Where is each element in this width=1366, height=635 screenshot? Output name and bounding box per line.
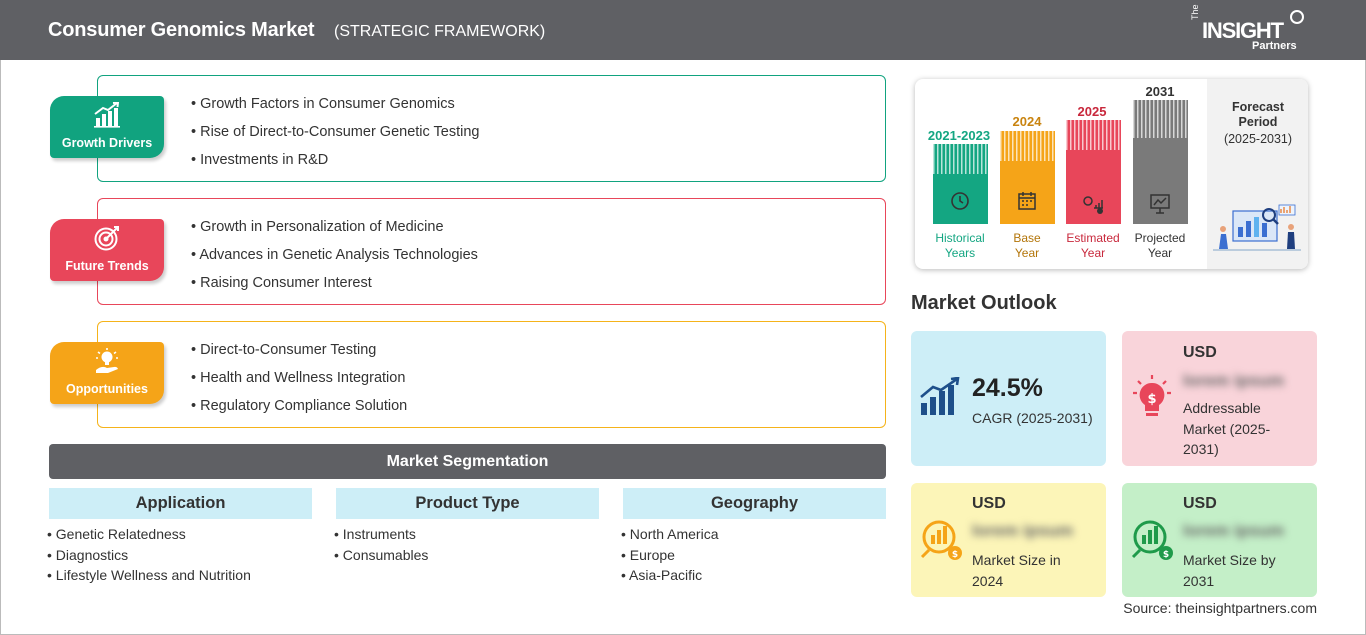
list-item: North America — [621, 525, 719, 546]
year-label-estimated: 2025 — [1077, 104, 1107, 119]
application-list: Genetic Relatedness Diagnostics Lifestyl… — [47, 525, 251, 587]
opportunities-list: Direct-to-Consumer Testing Health and We… — [191, 340, 407, 424]
segment-heading-product-type: Product Type — [336, 488, 599, 519]
page-title: Consumer Genomics Market — [48, 19, 315, 41]
coin-chart-icon: $ — [1131, 520, 1173, 560]
list-item: Instruments — [334, 525, 428, 546]
future-trends-list: Growth in Personalization of Medicine Ad… — [191, 217, 478, 301]
list-item: Raising Consumer Interest — [191, 273, 478, 301]
growth-drivers-label: Growth Drivers — [61, 136, 153, 150]
presentation-icon — [1150, 194, 1170, 214]
svg-text:$: $ — [1147, 392, 1156, 407]
list-item: Rise of Direct-to-Consumer Genetic Testi… — [191, 122, 479, 150]
page-subtitle: (STRATEGIC FRAMEWORK) — [334, 23, 546, 40]
cagr-label: CAGR (2025-2031) — [972, 410, 1093, 426]
logo-partners: Partners — [1252, 40, 1297, 52]
list-item: Regulatory Compliance Solution — [191, 396, 407, 424]
list-item: Health and Wellness Integration — [191, 368, 407, 396]
growth-chart-icon — [920, 377, 960, 415]
addressable-usd: USD — [1183, 344, 1217, 361]
logo-insight: INSIGHT — [1202, 18, 1284, 43]
insight-partners-logo[interactable]: The INSIGHT Partners — [1190, 4, 1310, 54]
size-2031-value-blurred: lorem ipsum — [1183, 521, 1285, 540]
size-2024-usd: USD — [972, 495, 1006, 512]
bar-base — [1000, 131, 1055, 224]
list-item: Growth Factors in Consumer Genomics — [191, 94, 479, 122]
forecast-period-range: (2025-2031) — [1223, 132, 1293, 146]
history-icon — [951, 192, 969, 210]
settings-chart-icon — [1083, 196, 1103, 214]
size-2024-value-blurred: lorem ipsum — [972, 521, 1074, 540]
list-item: Consumables — [334, 546, 429, 567]
product-type-list: Instruments Consumables — [334, 525, 429, 567]
market-outlook-title: Market Outlook — [911, 292, 1057, 314]
growth-drivers-box: Growth Factors in Consumer Genomics Rise… — [97, 75, 886, 182]
list-item: Genetic Relatedness — [47, 525, 251, 546]
growth-drivers-badge: Growth Drivers — [50, 96, 164, 158]
year-label-historical: 2021-2023 — [927, 128, 991, 143]
addressable-value-blurred: lorem ipsum — [1183, 371, 1285, 390]
svg-text:$: $ — [1163, 550, 1169, 560]
segment-heading-application: Application — [49, 488, 312, 519]
future-trends-badge: Future Trends — [50, 219, 164, 281]
logo-ring-icon — [1290, 10, 1304, 24]
list-item: Direct-to-Consumer Testing — [191, 340, 407, 368]
bar-projected — [1133, 100, 1188, 224]
year-label-base: 2024 — [1012, 114, 1042, 129]
bar-estimated — [1066, 120, 1121, 224]
geography-list: North America Europe Asia-Pacific — [621, 525, 719, 587]
list-item: Asia-Pacific — [621, 566, 719, 587]
list-item: Europe — [621, 546, 719, 567]
market-segmentation-bar: Market Segmentation — [49, 444, 886, 479]
growth-drivers-list: Growth Factors in Consumer Genomics Rise… — [191, 94, 479, 178]
future-trends-label: Future Trends — [65, 259, 149, 273]
year-label-projected: 2031 — [1145, 84, 1175, 99]
analytics-people-illustration-icon — [1213, 204, 1301, 251]
target-icon — [94, 226, 119, 251]
lightbulb-dollar-icon: $ — [1133, 375, 1171, 416]
size-2031-usd: USD — [1183, 495, 1217, 512]
opportunities-badge: Opportunities — [50, 342, 164, 404]
bar-historical — [933, 144, 988, 224]
lightbulb-hand-icon — [96, 348, 118, 373]
header-bar: Consumer Genomics Market (STRATEGIC FRAM… — [0, 0, 1366, 60]
list-item: Diagnostics — [47, 546, 251, 567]
cagr-tile: 24.5% CAGR (2025-2031) — [911, 331, 1106, 466]
cagr-value: 24.5% — [972, 374, 1043, 402]
logo-the: The — [1190, 4, 1200, 20]
opportunities-box: Direct-to-Consumer Testing Health and We… — [97, 321, 886, 428]
growth-chart-icon — [94, 102, 120, 128]
source-link[interactable]: Source: theinsightpartners.com — [1123, 600, 1317, 616]
future-trends-box: Growth in Personalization of Medicine Ad… — [97, 198, 886, 305]
list-item: Growth in Personalization of Medicine — [191, 217, 478, 245]
opportunities-label: Opportunities — [66, 382, 148, 396]
calendar-icon — [1018, 192, 1036, 210]
list-item: Investments in R&D — [191, 150, 479, 178]
list-item: Advances in Genetic Analysis Technologie… — [191, 245, 478, 273]
segment-heading-geography: Geography — [623, 488, 886, 519]
coin-chart-icon: $ — [920, 520, 962, 560]
svg-text:$: $ — [952, 550, 958, 560]
list-item: Lifestyle Wellness and Nutrition — [47, 566, 251, 587]
